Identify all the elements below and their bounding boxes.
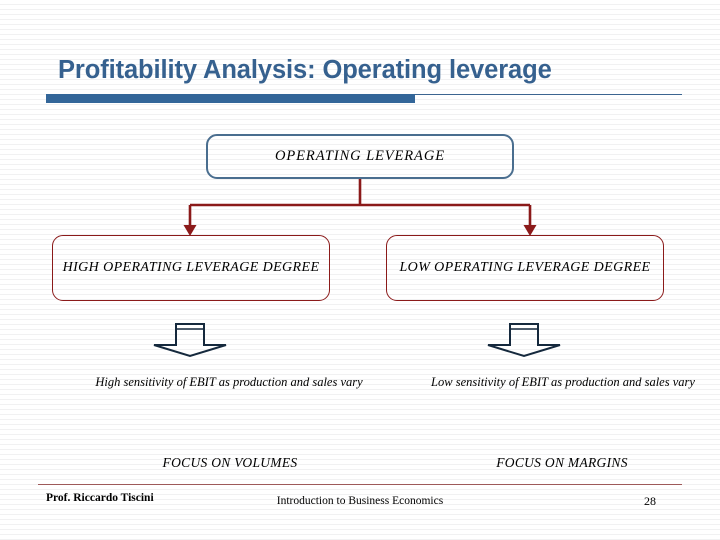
low-box-label: LOW OPERATING LEVERAGE DEGREE [399, 260, 651, 276]
root-box-label: OPERATING LEVERAGE [275, 148, 445, 165]
high-operating-leverage-box: HIGH OPERATING LEVERAGE DEGREE [52, 235, 330, 301]
high-box-label: HIGH OPERATING LEVERAGE DEGREE [62, 260, 320, 276]
footer-divider [38, 484, 682, 485]
block-arrow-down-icon [153, 323, 227, 358]
high-leverage-description: High sensitivity of EBIT as production a… [95, 375, 363, 389]
low-operating-leverage-box: LOW OPERATING LEVERAGE DEGREE [386, 235, 664, 301]
footer-page-number: 28 [644, 494, 656, 508]
footer-course-title: Introduction to Business Economics [276, 495, 444, 507]
low-leverage-description: Low sensitivity of EBIT as production an… [431, 375, 695, 389]
low-leverage-focus: FOCUS ON MARGINS [496, 455, 628, 470]
footer-author: Prof. Riccardo Tiscini [46, 492, 154, 504]
operating-leverage-root-box: OPERATING LEVERAGE [206, 134, 514, 179]
title-underline-bar [46, 94, 415, 103]
high-leverage-focus: FOCUS ON VOLUMES [162, 455, 298, 470]
block-arrow-down-icon [487, 323, 561, 358]
page-title: Profitability Analysis: Operating levera… [58, 56, 552, 84]
